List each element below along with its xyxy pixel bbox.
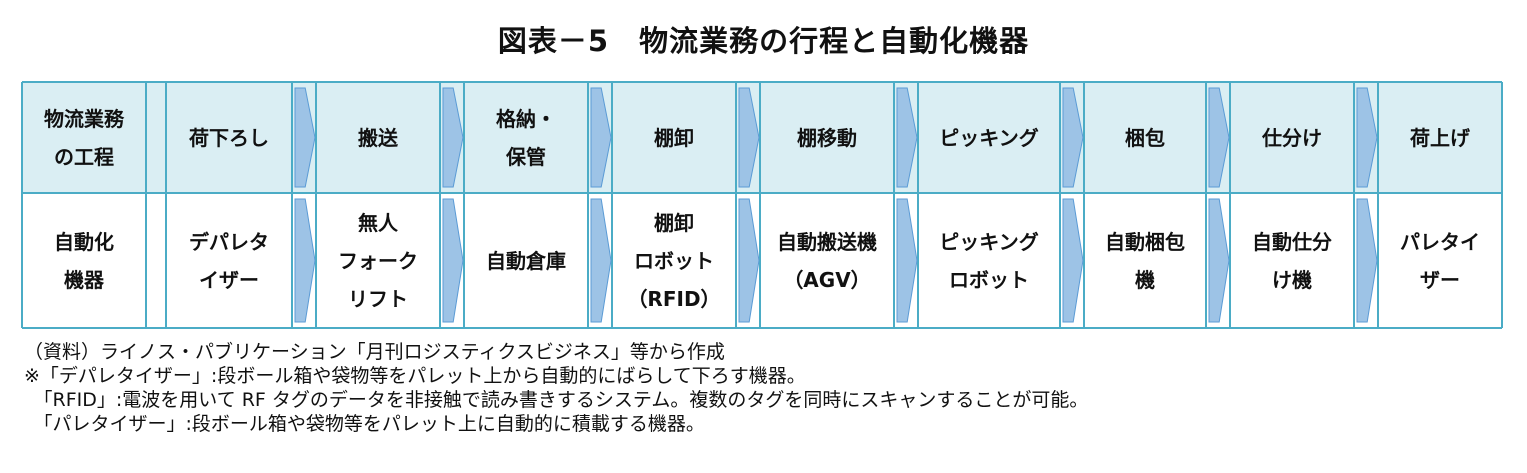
flow-arrow-icon [442, 198, 464, 323]
figure-title: 図表－5 物流業務の行程と自動化機器 [497, 24, 1030, 58]
process-cell: ピッキング [939, 125, 1039, 150]
process-cell: 搬送 [358, 125, 398, 150]
process-cell: 荷上げ [1410, 125, 1470, 150]
process-cell: 仕分け [1262, 125, 1322, 150]
equipment-cell: 無人 フォーク リフト [338, 210, 418, 311]
process-cell: 格納・ 保管 [496, 106, 556, 169]
flow-arrow-icon [738, 198, 760, 323]
equipment-cell: 自動倉庫 [486, 248, 566, 273]
equipment-cell: 棚卸 ロボット （RFID） [627, 210, 721, 311]
row-label-equipment: 自動化 機器 [54, 229, 114, 292]
flow-arrow-icon [294, 198, 316, 323]
header-band [22, 82, 1502, 193]
process-cell: 棚移動 [797, 125, 857, 150]
note-palletizer: 「パレタイザー」:段ボール箱や袋物等をパレット上に自動的に積載する機器。 [24, 413, 705, 435]
notes: （資料）ライノス・パブリケーション「月刊ロジスティクスビジネス」等から作成 ※「… [24, 340, 1088, 436]
note-depalletizer: ※「デパレタイザー」:段ボール箱や袋物等をパレット上から自動的にばらして下ろす機… [24, 365, 806, 387]
flow-arrow-icon [294, 87, 316, 188]
equipment-cell: ピッキング ロボット [939, 229, 1039, 292]
process-cell: 梱包 [1125, 125, 1165, 150]
flow-arrow-icon [442, 87, 464, 188]
equipment-cell: デパレタ イザー [189, 229, 269, 292]
source-note: （資料）ライノス・パブリケーション「月刊ロジスティクスビジネス」等から作成 [24, 341, 725, 363]
note-rfid: 「RFID」:電波を用いて RF タグのデータを非接触で読み書きするシステム。複… [24, 389, 1089, 411]
flow-arrow-icon [738, 87, 760, 188]
flow-arrow-icon [896, 198, 918, 323]
flow-arrow-icon [1062, 87, 1084, 188]
equipment-cell: 自動搬送機 （AGV） [777, 229, 877, 292]
process-cell: 荷下ろし [189, 125, 269, 150]
equipment-cell: パレタイ ザー [1400, 229, 1480, 292]
row-label-process: 物流業務 の工程 [44, 106, 124, 169]
process-cell: 棚卸 [654, 125, 694, 150]
equipment-cell: 自動梱包 機 [1105, 229, 1185, 292]
flow-arrow-icon [896, 87, 918, 188]
flow-arrow-icon [590, 87, 612, 188]
flow-arrow-icon [590, 198, 612, 323]
flow-arrow-icon [1356, 198, 1378, 323]
flow-arrow-icon [1208, 87, 1230, 188]
equipment-cell: 自動仕分 け機 [1252, 229, 1332, 292]
flow-arrow-icon [1356, 87, 1378, 188]
flow-arrow-icon [1208, 198, 1230, 323]
flow-arrow-icon [1062, 198, 1084, 323]
